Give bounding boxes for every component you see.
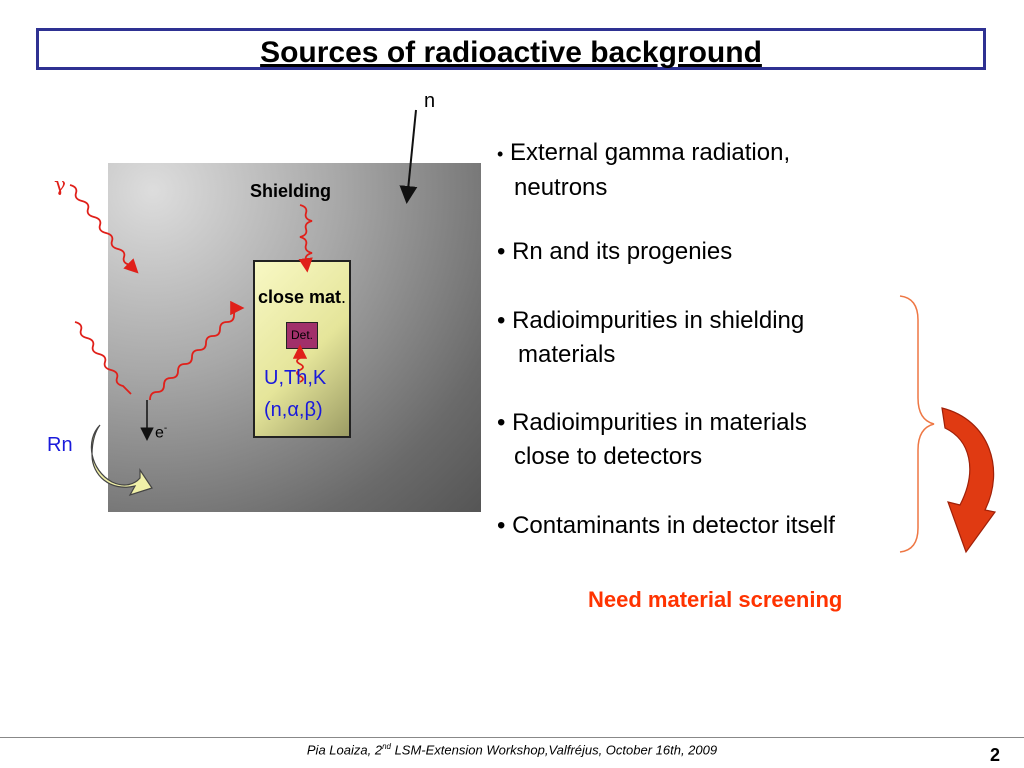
bullet-5: • Contaminants in detector itself <box>497 512 835 539</box>
close-mat-text: close mat <box>258 287 342 307</box>
footer-text-before: Pia Loaiza, 2 <box>306 742 383 758</box>
gamma-wave-scattered <box>149 300 245 401</box>
bullet-1-line2: neutrons <box>514 174 608 201</box>
footer-text: Pia Loaiza, 2nd LSM-Extension Workshop,V… <box>0 742 1024 757</box>
footer-sup: nd <box>382 742 391 751</box>
neutron-arrow <box>399 109 418 204</box>
bullet-5-line1: Contaminants in detector itself <box>512 512 835 539</box>
shielding-label: Shielding <box>250 181 331 201</box>
radon-label: Rn <box>47 434 73 456</box>
footer-text-after: LSM-Extension Workshop,Valfréjus, Octobe… <box>390 742 718 758</box>
electron-sup: - <box>163 423 168 434</box>
curved-red-arrow <box>941 407 997 554</box>
radon-arrow <box>90 424 153 497</box>
footer-divider <box>0 737 1024 738</box>
electron-label: e- <box>155 423 167 442</box>
close-mat-dot: . <box>341 287 347 307</box>
gamma-wave-upper <box>69 184 139 274</box>
gamma-wave-shielding <box>298 204 313 273</box>
gamma-wave-closemat <box>292 344 308 383</box>
bullet-2-line1: Rn and its progenies <box>512 238 733 265</box>
bullet-2: • Rn and its progenies <box>497 238 733 265</box>
n-alpha-beta-label: (n,α,β) <box>264 399 323 421</box>
title-frame <box>36 28 986 70</box>
gamma-wave-lower-in <box>74 321 132 395</box>
bullet-4: • Radioimpurities in materials close to … <box>497 406 807 474</box>
bullet-3: • Radioimpurities in shielding materials <box>497 304 804 372</box>
electron-text: e <box>155 424 164 442</box>
bracket <box>899 295 935 553</box>
bullet-3-line2: materials <box>518 341 616 368</box>
slide-title: Sources of radioactive background <box>260 36 762 69</box>
conclusion-text: Need material screening <box>588 587 843 612</box>
close-mat-label: close mat. <box>258 287 346 308</box>
page-number: 2 <box>990 745 1001 765</box>
gamma-label: γ <box>54 172 66 196</box>
uthk-label: U,Th,K <box>264 367 327 389</box>
bullet-1: • External gamma radiation, neutrons <box>497 136 790 205</box>
bullet-3-line1: Radioimpurities in shielding <box>512 307 805 334</box>
bullet-4-line2: close to detectors <box>514 443 703 470</box>
neutron-label: n <box>424 90 436 112</box>
bullet-1-line1: External gamma radiation, <box>509 139 791 166</box>
bullet-4-line1: Radioimpurities in materials <box>512 409 807 436</box>
